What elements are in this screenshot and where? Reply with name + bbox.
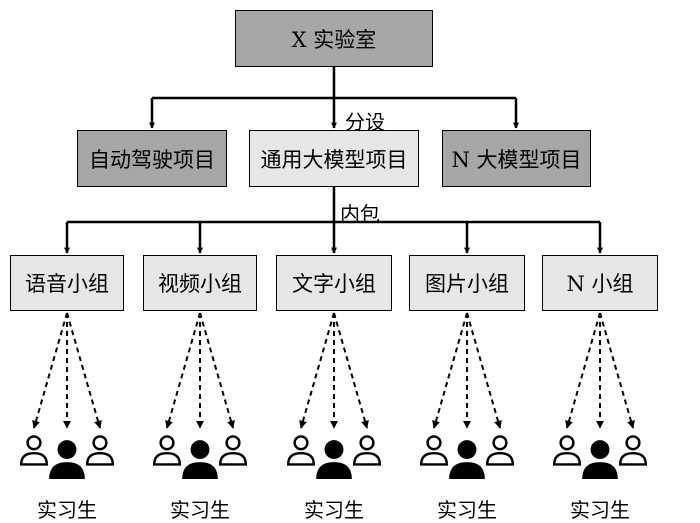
person-filled-icon bbox=[313, 438, 355, 484]
intern-label: 实习生 bbox=[304, 498, 364, 522]
group-to-intern-dashed-edges bbox=[32, 312, 635, 429]
person-filled-icon bbox=[579, 438, 621, 484]
person-outline-icon bbox=[351, 434, 383, 470]
dashed-arrow bbox=[299, 312, 335, 429]
root-to-projects-edges bbox=[149, 67, 519, 129]
person-outline-icon bbox=[18, 434, 50, 470]
person-outline-icon bbox=[617, 434, 649, 470]
group-node-text: 文字小组 bbox=[276, 255, 392, 311]
intern-label: 实习生 bbox=[37, 498, 97, 522]
intern-label: 实习生 bbox=[570, 498, 630, 522]
group-node-n: N 小组 bbox=[542, 255, 658, 311]
dashed-arrow bbox=[565, 312, 601, 429]
dashed-arrow bbox=[165, 312, 201, 429]
project-to-groups-edges bbox=[64, 187, 603, 254]
project-node-general-llm: 通用大模型项目 bbox=[249, 130, 419, 187]
project-node-n-llm: N 大模型项目 bbox=[442, 130, 591, 187]
person-outline-icon bbox=[551, 434, 583, 470]
intern-label: 实习生 bbox=[170, 498, 230, 522]
person-outline-icon bbox=[84, 434, 116, 470]
dashed-arrow bbox=[66, 312, 102, 429]
edge-label-subcontract: 内包 bbox=[340, 202, 380, 226]
dashed-arrow bbox=[599, 312, 635, 429]
dashed-arrow bbox=[199, 312, 235, 429]
person-outline-icon bbox=[418, 434, 450, 470]
person-outline-icon bbox=[217, 434, 249, 470]
person-outline-icon bbox=[285, 434, 317, 470]
person-filled-icon bbox=[179, 438, 221, 484]
dashed-arrow bbox=[333, 312, 369, 429]
intern-label: 实习生 bbox=[437, 498, 497, 522]
person-filled-icon bbox=[46, 438, 88, 484]
dashed-arrow bbox=[432, 312, 468, 429]
group-node-speech: 语音小组 bbox=[10, 255, 124, 311]
group-node-image: 图片小组 bbox=[409, 255, 525, 311]
dashed-arrow bbox=[32, 312, 68, 429]
person-filled-icon bbox=[446, 438, 488, 484]
person-outline-icon bbox=[151, 434, 183, 470]
dashed-arrow bbox=[466, 312, 502, 429]
group-node-video: 视频小组 bbox=[143, 255, 257, 311]
person-outline-icon bbox=[484, 434, 516, 470]
project-node-autonomous-driving: 自动驾驶项目 bbox=[77, 130, 227, 187]
root-node: X 实验室 bbox=[235, 10, 433, 67]
